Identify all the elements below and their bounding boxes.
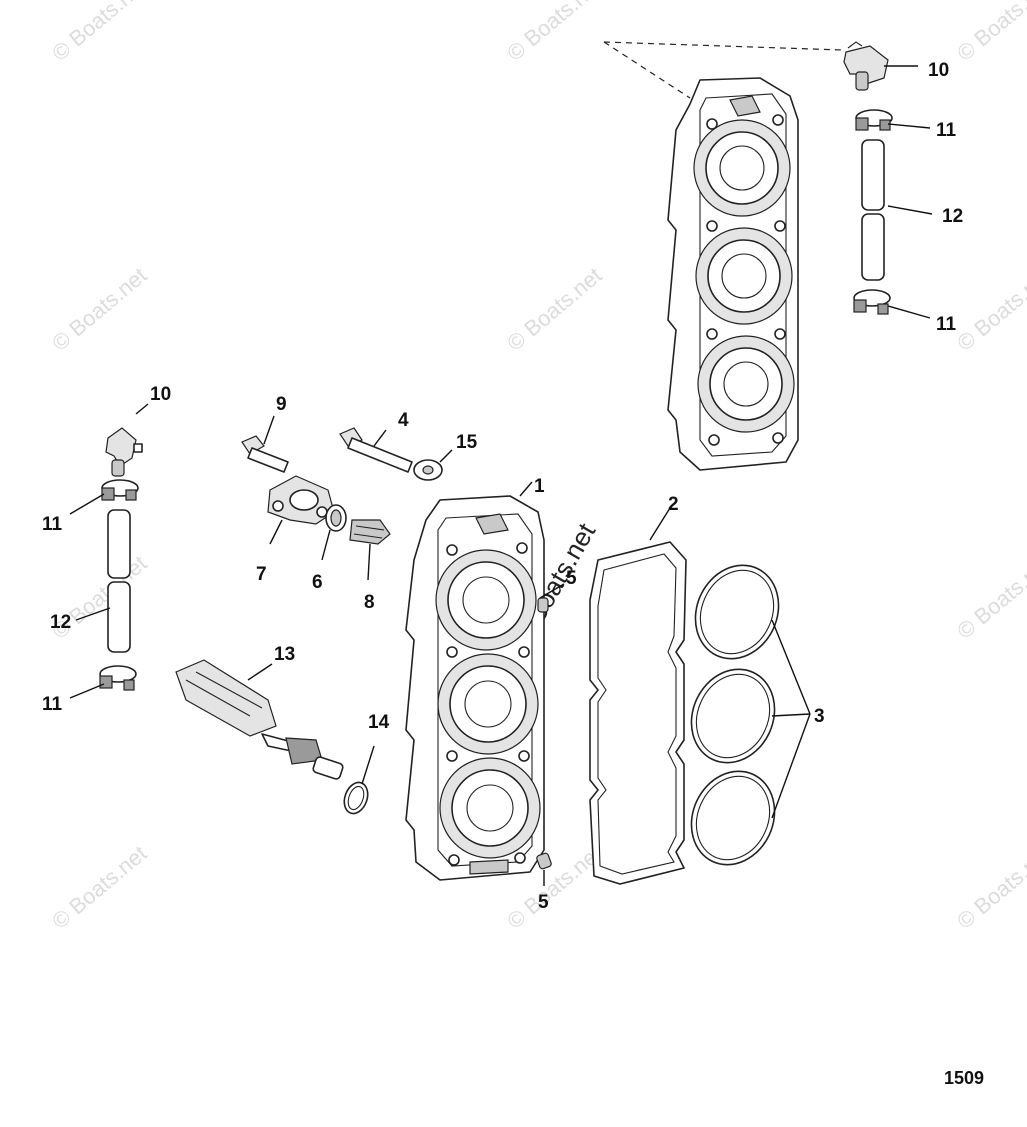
figure-number: 1509 xyxy=(944,1068,984,1088)
watermark: © Boats.net xyxy=(952,551,1027,644)
callout-4: 4 xyxy=(398,410,409,431)
callout-15: 15 xyxy=(456,432,478,453)
hose-left xyxy=(107,509,131,653)
thermostat xyxy=(349,519,391,545)
watermark: © Boats.net xyxy=(47,841,151,934)
callout-5-lower: 5 xyxy=(538,892,549,913)
hose-clamp-right-top xyxy=(855,109,893,131)
hose-clamp-left-top xyxy=(101,479,139,501)
callout-8: 8 xyxy=(364,592,375,613)
watermark: © Boats.net xyxy=(47,263,151,356)
callout-11-left-bottom: 11 xyxy=(42,694,63,715)
watermark: © Boats.net xyxy=(47,0,151,66)
callout-11-right-top: 11 xyxy=(936,120,957,141)
dowel-pin-upper xyxy=(537,597,549,613)
watermark: © Boats.net xyxy=(952,263,1027,356)
sender-gasket xyxy=(343,781,369,815)
dowel-pin-lower xyxy=(536,852,552,870)
callout-2: 2 xyxy=(668,494,679,515)
o-ring-seals xyxy=(690,564,780,866)
assembly-link-line xyxy=(603,41,691,99)
thermostat-housing xyxy=(267,475,335,525)
callout-7: 7 xyxy=(256,564,267,585)
elbow-fitting-left xyxy=(105,427,143,477)
leader-lines xyxy=(69,65,933,886)
cylinder-head-upper xyxy=(667,77,799,471)
callout-labels: 1 2 3 4 5 5 6 7 8 9 10 10 11 11 11 11 12… xyxy=(42,60,963,913)
callout-1: 1 xyxy=(534,476,545,497)
hose-right xyxy=(861,139,885,281)
callout-10-left: 10 xyxy=(150,384,171,405)
thermostat-seal xyxy=(325,504,347,532)
cylinder-head-lower xyxy=(405,495,545,881)
callout-11-right-bottom: 11 xyxy=(936,314,957,335)
hose-clamp-right-bottom xyxy=(853,289,891,315)
callout-9: 9 xyxy=(276,394,287,415)
watermark: © Boats.net xyxy=(502,0,606,66)
callout-12-right: 12 xyxy=(942,206,963,227)
bolt-long xyxy=(339,427,413,473)
callout-13: 13 xyxy=(274,644,295,665)
watermark: © Boats.net xyxy=(502,263,606,356)
flat-washer xyxy=(413,459,443,481)
elbow-fitting-right xyxy=(843,41,889,91)
assembly-link-line xyxy=(603,41,843,51)
callout-5-upper: 5 xyxy=(566,568,577,589)
callout-10-right: 10 xyxy=(928,60,949,81)
callout-11-left-top: 11 xyxy=(42,514,63,535)
callout-6: 6 xyxy=(312,572,323,593)
temperature-sender xyxy=(175,659,344,780)
callout-3: 3 xyxy=(814,706,825,727)
watermark: © Boats.net xyxy=(952,841,1027,934)
callout-12-left: 12 xyxy=(50,612,71,633)
callout-14: 14 xyxy=(368,712,390,733)
bolt-short xyxy=(241,435,289,473)
watermark: © Boats.net xyxy=(952,0,1027,66)
hose-clamp-left-bottom xyxy=(99,665,137,691)
head-gasket xyxy=(589,541,687,885)
